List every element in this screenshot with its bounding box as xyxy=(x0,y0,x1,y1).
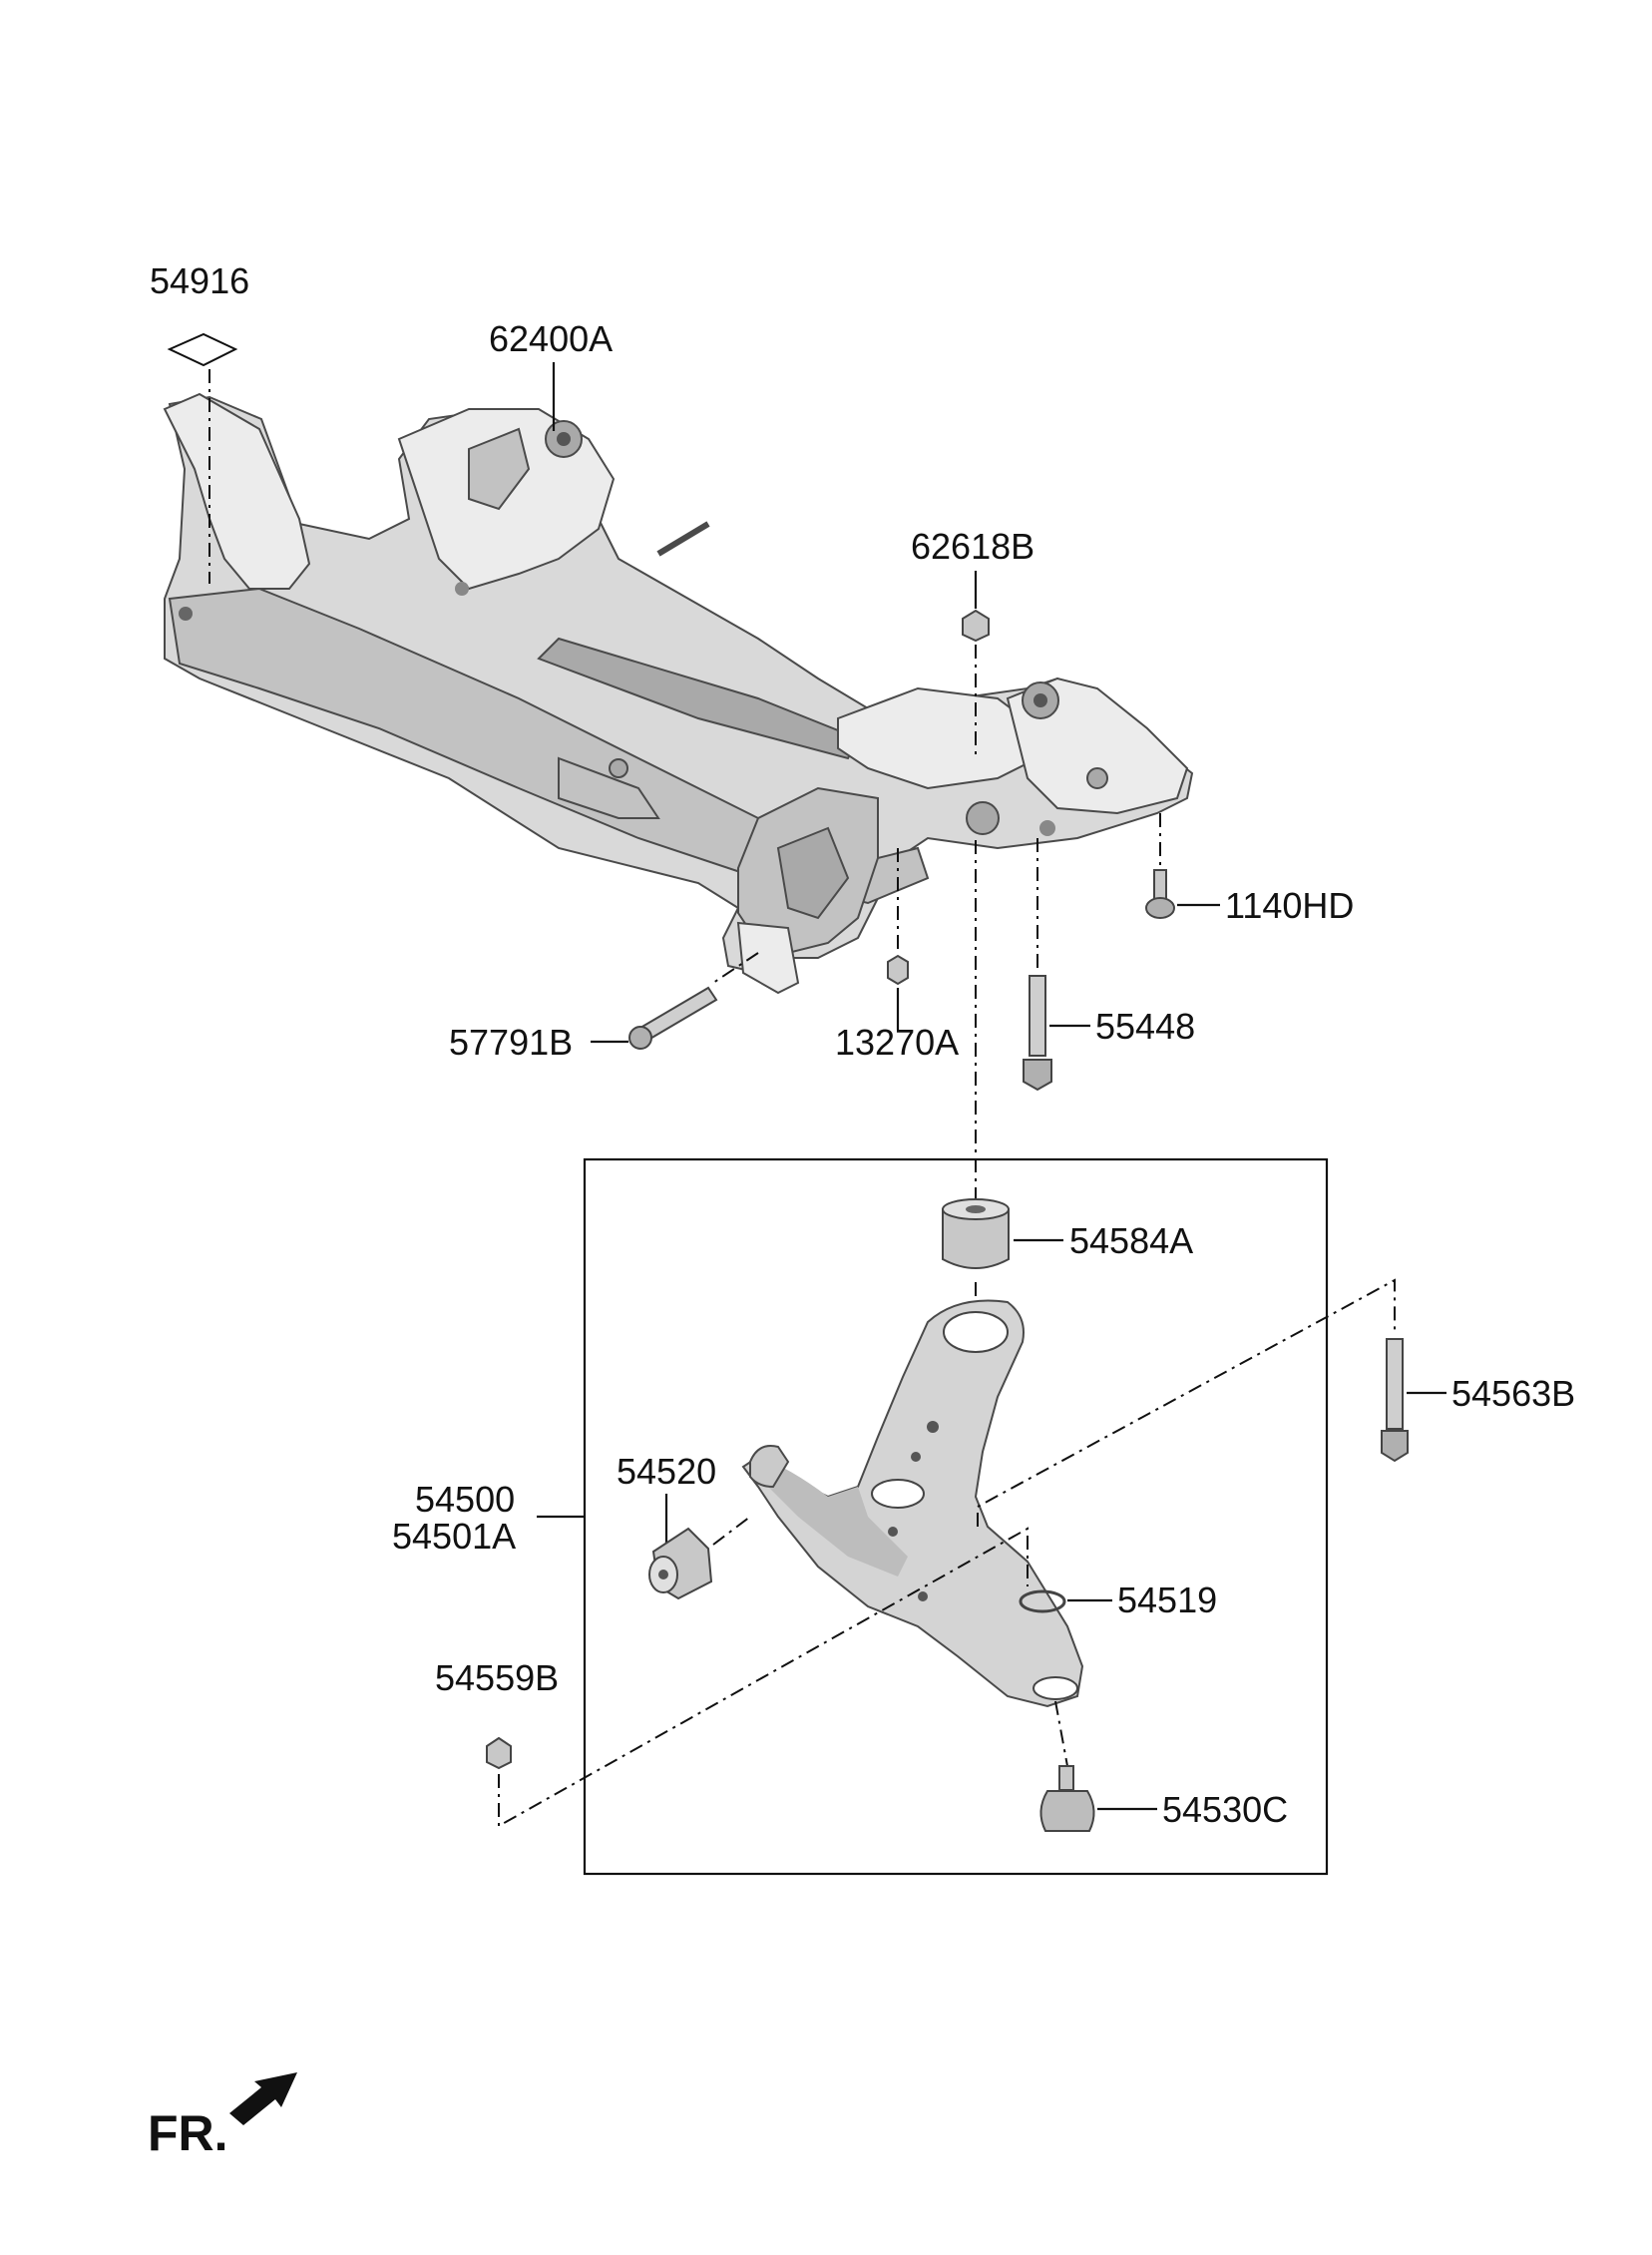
nut-icon xyxy=(887,954,909,986)
label-54584A: 54584A xyxy=(1069,1220,1193,1261)
part-55448: 55448 xyxy=(1023,838,1195,1092)
label-54520: 54520 xyxy=(617,1451,716,1492)
part-54916: 54916 xyxy=(150,260,249,584)
nut-icon xyxy=(486,1736,512,1770)
label-54563B: 54563B xyxy=(1451,1373,1575,1414)
label-62618B: 62618B xyxy=(911,526,1034,567)
label-55448: 55448 xyxy=(1095,1006,1195,1047)
part-54520: 54520 xyxy=(617,1451,751,1600)
arrow-icon xyxy=(229,2072,297,2125)
part-54559B: 54559B xyxy=(435,1527,1029,1828)
part-54519: 54519 xyxy=(1019,1579,1217,1620)
front-direction-indicator: FR. xyxy=(148,2072,297,2161)
front-subframe xyxy=(163,392,1194,995)
label-62400A: 62400A xyxy=(489,318,613,359)
label-54519: 54519 xyxy=(1117,1579,1217,1620)
part-54563B: 54563B xyxy=(977,1278,1575,1527)
front-label: FR. xyxy=(148,2105,228,2161)
ball-joint-icon xyxy=(1039,1790,1095,1832)
label-54500: 54500 xyxy=(415,1479,515,1520)
label-57791B: 57791B xyxy=(449,1022,573,1063)
label-1140HD: 1140HD xyxy=(1225,885,1354,926)
label-54559B: 54559B xyxy=(435,1657,559,1698)
nut-icon xyxy=(962,609,990,643)
bolt-icon xyxy=(1029,975,1046,1057)
part-1140HD: 1140HD xyxy=(1145,813,1354,926)
part-13270A: 13270A xyxy=(835,848,959,1063)
bolt-icon xyxy=(1386,1338,1404,1430)
part-62618B: 62618B xyxy=(911,526,1034,758)
part-57791B: 57791B xyxy=(449,952,759,1063)
bolt-icon xyxy=(638,986,718,1042)
label-54916: 54916 xyxy=(150,260,249,301)
part-62400A: 62400A xyxy=(489,318,613,431)
part-54500-54501A: 54500 54501A xyxy=(392,1479,585,1557)
circlip-icon xyxy=(1019,1589,1066,1613)
label-54501A: 54501A xyxy=(392,1516,516,1557)
lower-control-arm xyxy=(741,1299,1084,1708)
part-54530C: 54530C xyxy=(1039,1700,1288,1832)
label-13270A: 13270A xyxy=(835,1022,959,1063)
label-54530C: 54530C xyxy=(1162,1789,1288,1830)
part-54584A: 54584A xyxy=(942,1198,1193,1327)
